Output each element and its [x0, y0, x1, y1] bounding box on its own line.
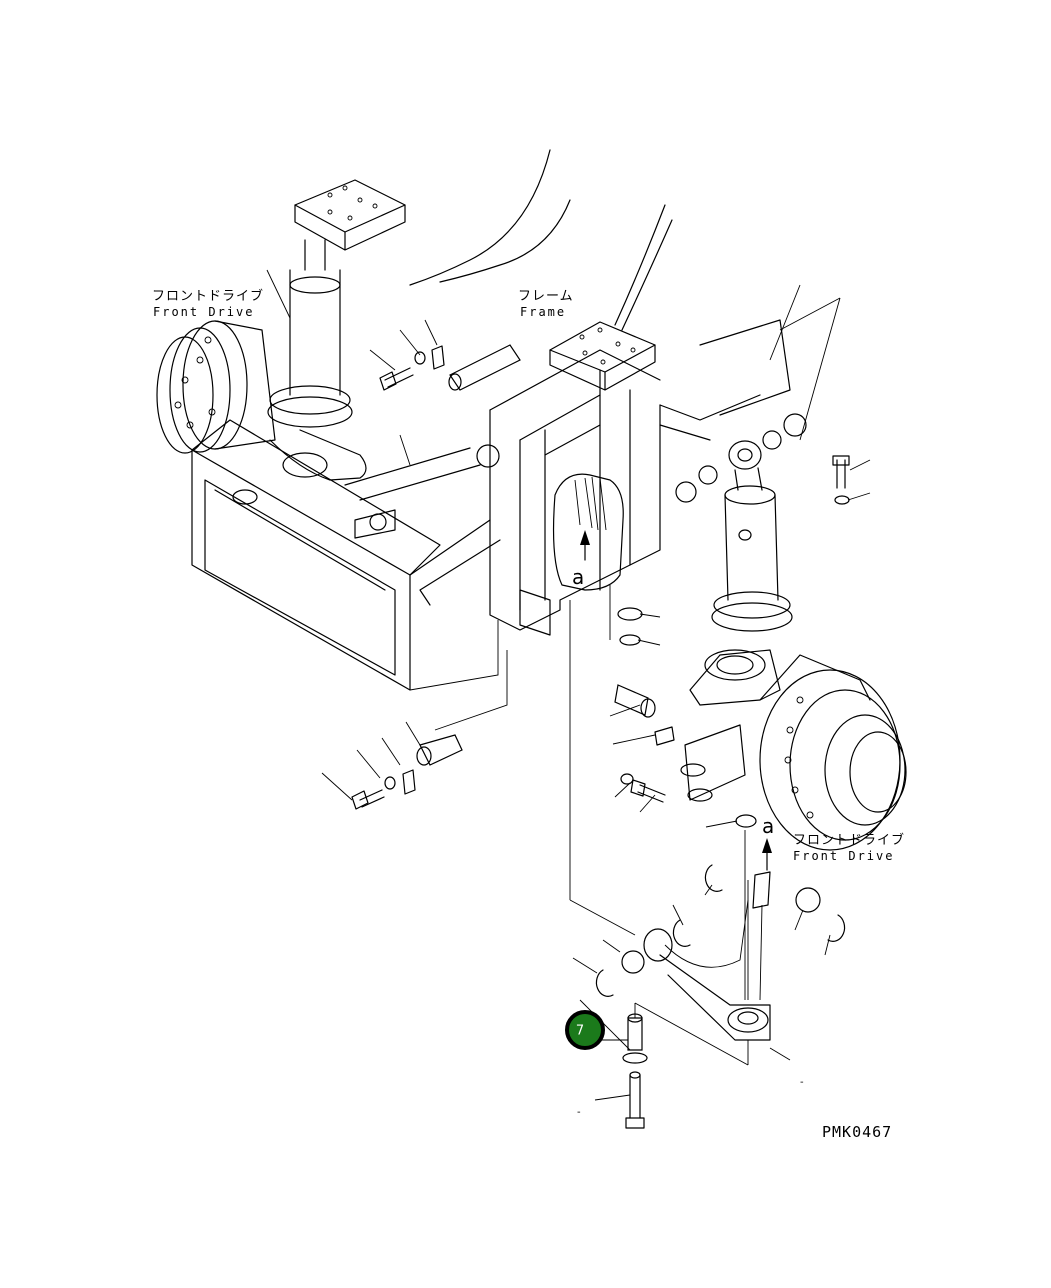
right-steering-cylinder	[675, 413, 850, 632]
front-drive-right-jp-label: フロントドライブ	[793, 832, 905, 848]
drawing-code-label: PMK0467	[822, 1123, 892, 1141]
view-a-outer-label: a	[762, 814, 774, 838]
view-a-arrows	[580, 530, 772, 871]
part-dash-label-1: -	[800, 1077, 804, 1088]
hardware-parts	[351, 344, 846, 1129]
leader-lines	[266, 269, 871, 1101]
front-drive-left-jp-label: フロントドライブ	[152, 288, 264, 304]
view-a-inner-label: a	[572, 565, 584, 589]
right-front-axle-assembly	[680, 649, 907, 851]
callout-7-number[interactable]: 7	[576, 1024, 584, 1039]
frame-en-label: Frame	[520, 305, 566, 319]
callout-7-circle[interactable]	[565, 1010, 605, 1050]
left-front-axle-assembly	[156, 179, 500, 691]
frame-jp-label: フレーム	[518, 289, 574, 304]
front-drive-right-en-label: Front Drive	[793, 849, 894, 863]
center-frame	[409, 149, 791, 900]
part-dash-label-2: -	[577, 1107, 581, 1118]
front-drive-left-en-label: Front Drive	[153, 305, 254, 319]
callout-7[interactable]: 7	[565, 1010, 605, 1050]
text-labels: フロントドライブ Front Drive フレーム Frame フロントドライブ…	[152, 288, 905, 1141]
